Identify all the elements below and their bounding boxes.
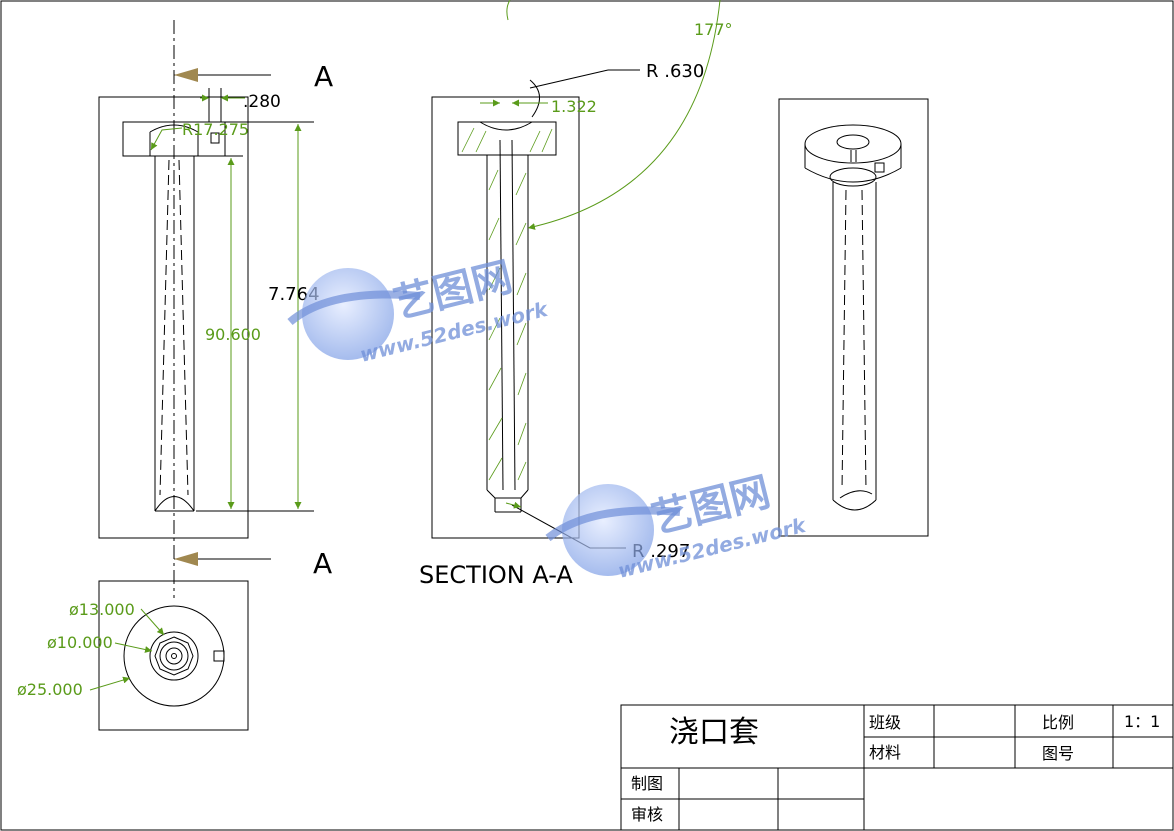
isometric-view-frame bbox=[778, 98, 929, 537]
title-block bbox=[620, 704, 1174, 831]
section-dimension-green bbox=[480, 0, 721, 509]
dim-shaft-length: 90.600 bbox=[205, 325, 261, 344]
end-view-frame bbox=[98, 580, 249, 731]
section-marker-bottom: A bbox=[313, 547, 332, 580]
section-marker-top: A bbox=[314, 60, 333, 93]
part-name: 浇口套 bbox=[669, 715, 759, 750]
front-view-head bbox=[122, 121, 226, 157]
dim-section-offset: 1.322 bbox=[551, 97, 597, 116]
checked-label: 审核 bbox=[631, 805, 663, 824]
class-label: 班级 bbox=[869, 713, 901, 732]
section-arrow-bottom bbox=[174, 552, 198, 566]
front-dimension-lines bbox=[196, 121, 314, 512]
section-view bbox=[431, 96, 580, 539]
dim-dia-10: ø10.000 bbox=[47, 633, 113, 652]
end-view-outer-circle bbox=[123, 605, 225, 707]
dim-section-radius-top: R .630 bbox=[646, 61, 704, 82]
drawing-no-label: 图号 bbox=[1042, 744, 1074, 763]
section-hatching bbox=[461, 127, 553, 481]
section-view-frame bbox=[431, 96, 580, 539]
dim-dia-13: ø13.000 bbox=[69, 600, 135, 619]
section-view-head bbox=[457, 121, 557, 156]
watermark-1: 艺图网 www.52des.work bbox=[287, 254, 551, 367]
scale-value: 1：1 bbox=[1124, 712, 1160, 731]
end-view bbox=[98, 580, 249, 731]
dim-dia-25: ø25.000 bbox=[17, 680, 83, 699]
section-arrow-top bbox=[174, 68, 198, 82]
dim-section-angle: 177° bbox=[694, 20, 733, 39]
material-label: 材料 bbox=[869, 743, 901, 762]
isometric-view bbox=[778, 98, 929, 537]
end-view-dimension-green bbox=[89, 608, 165, 691]
dim-top-radius: R17.275 bbox=[182, 120, 249, 139]
dim-top-width: .280 bbox=[243, 92, 281, 112]
section-caption: SECTION A-A bbox=[419, 561, 573, 589]
watermark-2: 艺图网 www.52des.work bbox=[545, 469, 809, 583]
scale-label: 比例 bbox=[1042, 713, 1074, 732]
drawn-label: 制图 bbox=[631, 774, 663, 793]
